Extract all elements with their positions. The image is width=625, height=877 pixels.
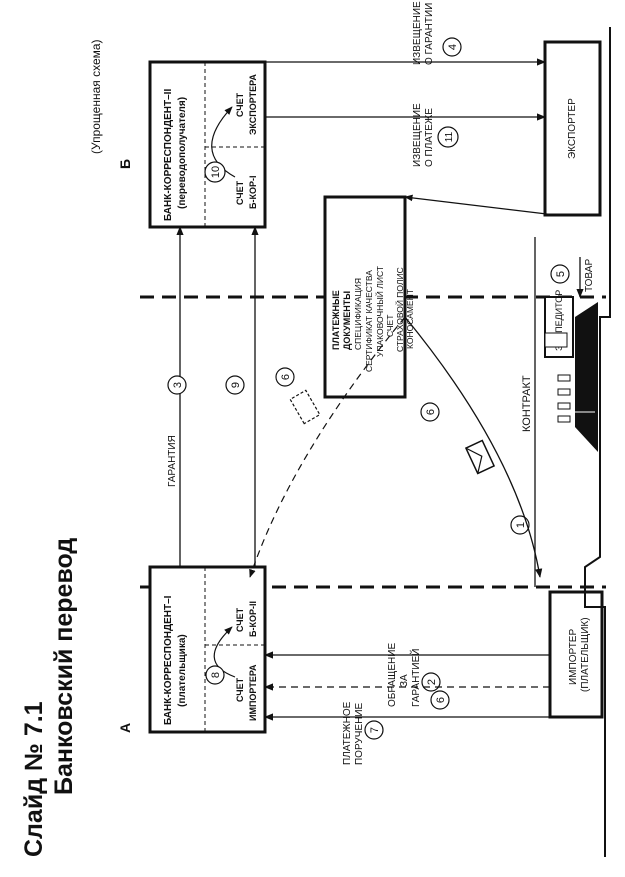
doc-item: СТРАХОВОЙ ПОЛИС [394, 267, 405, 352]
bank1-internal-transfer [213, 626, 236, 678]
docs-title-2: ДОКУМЕНТЫ [342, 291, 352, 350]
payment-documents-box [323, 195, 407, 399]
bank2-subtitle: (переводополучателя) [177, 97, 188, 209]
step-11-badge: 11 [437, 126, 459, 148]
request-label-3: ГАРАНТИЕЙ [409, 649, 422, 707]
documents-dashed-curve [249, 316, 406, 578]
svg-text:8: 8 [210, 672, 222, 678]
order-label: ПЛАТЕЖНОЕ [342, 701, 353, 765]
side-b-label: Б [117, 159, 133, 169]
contract-label: КОНТРАКТ [521, 375, 533, 432]
bank2-account-bkor1: СЧЕТ [235, 180, 245, 205]
bank2-title: БАНК-КОРРЕСПОНДЕНТ–II [163, 89, 174, 221]
exporter-to-docs-arrow [404, 194, 556, 216]
step-8-badge: 8 [205, 665, 225, 685]
step-9-badge: 9 [225, 375, 245, 395]
bank1-title: БАНК-КОРРЕСПОНДЕНТ–I [163, 595, 174, 725]
request-label-2: ЗА [399, 674, 410, 687]
svg-text:2: 2 [426, 679, 438, 685]
bank2-box [148, 60, 267, 229]
svg-text:9: 9 [230, 382, 242, 388]
svg-text:6: 6 [280, 374, 292, 380]
slide-number: Слайд № 7.1 [20, 701, 48, 857]
step-6-badge: 6 [420, 402, 440, 422]
importer-sublabel: (ПЛАТЕЛЬЩИК) [580, 617, 591, 692]
importer-label: ИМПОРТЕР [568, 629, 579, 685]
doc-item: КОНОСАМЕНТ [405, 289, 415, 349]
documents-flow-curve [404, 316, 543, 578]
slide-title: Банковский перевод [50, 538, 78, 795]
guarantee-label: ГАРАНТИЯ [167, 435, 178, 487]
exporter-box [543, 40, 602, 217]
doc-item: СЧЕТ [385, 315, 395, 337]
bank1-account-importer: СЧЕТ [235, 677, 245, 702]
notice-payment-label: ИЗВЕЩЕНИЕ [412, 103, 423, 167]
svg-text:6: 6 [435, 697, 447, 703]
bank1-account-importer-name: ИМПОРТЕРА [248, 664, 258, 721]
envelope-outline-icon [289, 389, 321, 425]
step-10-badge: 10 [204, 161, 226, 183]
notice-guarantee-label-2: О ГАРАНТИИ [424, 3, 435, 65]
svg-text:7: 7 [369, 727, 381, 733]
step-2-badge: 2 [421, 672, 441, 692]
step-3-badge: 3 [167, 375, 187, 395]
step-4-badge: 4 [442, 37, 462, 57]
bank1-subtitle: (плательщика) [177, 634, 188, 707]
bank1-box [148, 565, 267, 734]
doc-item: УПАКОВОЧНЫЙ ЛИСТ [374, 266, 385, 357]
svg-text:6: 6 [425, 409, 437, 415]
shoreline [584, 27, 611, 857]
bank1-account-bkor2-name: Б-КОР-II [248, 601, 258, 637]
svg-text:1: 1 [515, 522, 527, 528]
bank2-account-exporter: СЧЕТ [235, 92, 245, 117]
step-6-badge: 6 [275, 367, 295, 387]
notice-payment-label-2: О ПЛАТЕЖЕ [424, 108, 435, 167]
ship-icon [544, 302, 598, 452]
svg-text:3: 3 [172, 382, 184, 388]
doc-item: СПЕЦИФИКАЦИЯ [353, 278, 363, 350]
bank1-account-bkor2: СЧЕТ [235, 607, 245, 632]
svg-text:11: 11 [444, 131, 455, 142]
bank2-account-exporter-name: ЭКСПОРТЕРА [248, 74, 258, 135]
request-label: ОБРАЩЕНИЕ [387, 643, 398, 707]
goods-label: ТОВАР [584, 259, 595, 292]
step-6-badge: 6 [430, 690, 450, 710]
docs-title: ПЛАТЕЖНЫЕ [331, 290, 341, 350]
scheme-subtitle: (Упрощенная схема) [89, 39, 103, 154]
side-a-label: А [117, 723, 133, 733]
bank2-account-bkor1-name: Б-КОР-I [248, 176, 258, 209]
bank2-internal-transfer [211, 106, 236, 178]
step-7-badge: 7 [364, 720, 384, 740]
step-5-badge: 5 [550, 264, 570, 284]
forwarder-label: ЭКСПЕДИТОР [554, 290, 564, 351]
order-label-2: ПОРУЧЕНИЕ [354, 702, 365, 765]
svg-text:10: 10 [210, 166, 222, 178]
exporter-label: ЭКСПОРТЕР [567, 98, 578, 159]
svg-text:5: 5 [555, 271, 567, 277]
svg-text:4: 4 [447, 44, 459, 50]
doc-item: СЕРТИФИКАТ КАЧЕСТВА [364, 270, 374, 372]
envelope-icon [464, 439, 496, 475]
step-1-badge: 1 [510, 515, 530, 535]
notice-guarantee-label: ИЗВЕЩЕНИЕ [412, 1, 423, 65]
